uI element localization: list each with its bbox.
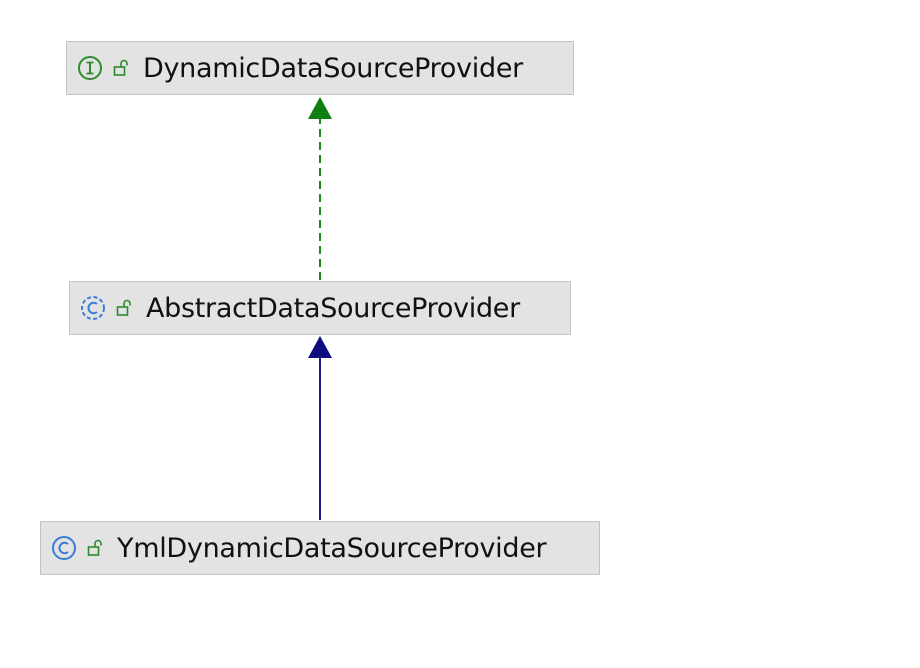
edge-extends (308, 336, 332, 520)
unlock-icon (113, 59, 128, 76)
interface-icon (78, 56, 102, 80)
edge-implements (308, 97, 332, 280)
abstract-class-icon (81, 296, 105, 320)
node-yml-dynamic-data-source-provider[interactable]: YmlDynamicDataSourceProvider (40, 521, 600, 575)
unlock-icon (116, 299, 131, 316)
arrowhead-extends (308, 336, 332, 358)
node-dynamic-data-source-provider[interactable]: DynamicDataSourceProvider (66, 41, 574, 95)
node-label: YmlDynamicDataSourceProvider (117, 532, 547, 564)
class-icon (52, 536, 76, 560)
node-label: AbstractDataSourceProvider (146, 292, 520, 324)
unlock-icon (87, 539, 102, 556)
node-label: DynamicDataSourceProvider (143, 52, 523, 84)
arrowhead-implements (308, 97, 332, 119)
node-abstract-data-source-provider[interactable]: AbstractDataSourceProvider (69, 281, 571, 335)
